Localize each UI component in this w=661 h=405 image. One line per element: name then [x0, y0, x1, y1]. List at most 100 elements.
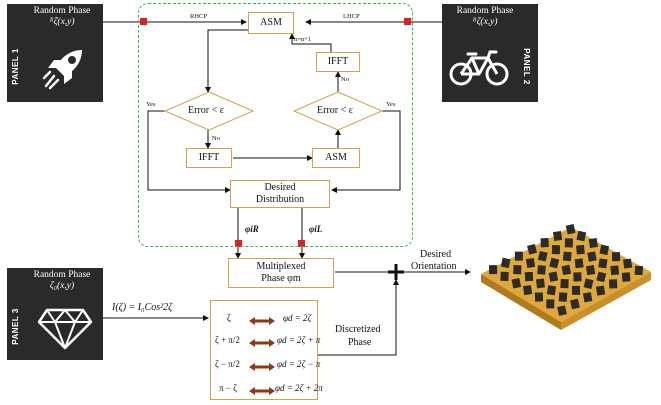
double-arrow-3 [249, 387, 275, 395]
rocket-icon [42, 50, 82, 90]
nanopillar [599, 244, 610, 256]
no-right-label: No [341, 76, 349, 83]
panel-1: Random Phase ᴿζ(x,y) PANEL 1 [7, 4, 103, 102]
double-arrow-0 [249, 317, 275, 325]
panel-2-label: PANEL 2 [521, 48, 531, 85]
map-right-0: φd = 2ζ [283, 313, 312, 323]
nanopillar [548, 271, 559, 282]
nanopillar [523, 285, 533, 296]
panel-3-phase-symbol: ζ₀(x,y) [49, 281, 75, 291]
nanopillar [558, 292, 568, 302]
nanopillar [561, 264, 572, 276]
phi-l-label: φiL [309, 224, 323, 234]
nanopillar [527, 244, 537, 255]
nanopillar [623, 258, 633, 269]
marker-phir [235, 240, 242, 247]
ifft-right-block: IFFT [316, 52, 360, 72]
nanopillar [595, 285, 606, 296]
panel-3-phase-title: Random Phase [33, 270, 91, 280]
nanopillar [598, 258, 608, 269]
orientation-line1: Desired [420, 249, 452, 260]
nanopillar [489, 265, 498, 275]
double-arrow-2 [249, 363, 275, 371]
nanopillar [540, 238, 549, 248]
nanopillar [511, 278, 522, 289]
lhcp-label: LHCP [343, 13, 360, 20]
map-right-2: φd = 2ζ − π [277, 359, 321, 369]
nanopillar [621, 272, 631, 282]
marker-phil [298, 240, 305, 247]
asm-mid-block: ASM [312, 148, 360, 168]
panel-1-phase-symbol: ᴿζ(x,y) [49, 17, 75, 27]
nanopillar [537, 265, 546, 275]
discretized-line2: Phase [348, 337, 372, 348]
multi-line2: Phase φm [261, 273, 301, 284]
map-left-2: ζ − π/2 [215, 359, 240, 369]
multi-line1: Multiplexed [256, 261, 306, 272]
no-left-label: No [212, 135, 220, 142]
diamond-icon [37, 308, 93, 350]
map-left-0: ζ [227, 313, 231, 323]
nanopillar [553, 230, 563, 242]
phase-mapping-box: ζ ζ + π/2 ζ − π/2 π − ζ φd = 2ζ φd = 2ζ … [210, 300, 323, 400]
desired-line2: Distribution [255, 194, 305, 205]
marker-left [140, 18, 147, 25]
nanopillar [587, 251, 597, 262]
iteration-region [138, 3, 413, 247]
map-left-1: ζ + π/2 [215, 335, 240, 345]
panel-2-phase-title: Random Phase [456, 6, 514, 16]
nanopillar [534, 292, 544, 302]
map-left-3: π − ζ [219, 383, 237, 393]
panel-3-label: PANEL 3 [10, 308, 20, 345]
map-right-3: φd = 2ζ + 2π [275, 383, 323, 393]
ifft-left-block: IFFT [186, 148, 232, 168]
desired-distribution-block: Desired Distribution [230, 180, 330, 208]
orientation-line2: Orientation [411, 261, 457, 272]
metasurface-illustration [481, 223, 651, 330]
nanopillar [557, 305, 567, 316]
nanopillar [576, 230, 587, 242]
nanopillar [609, 279, 618, 289]
nanopillar [574, 258, 584, 269]
nanopillar [571, 285, 581, 295]
nanopillar [500, 271, 509, 282]
decision-left [164, 91, 254, 131]
nanopillar [560, 278, 569, 289]
desired-line1: Desired [264, 182, 296, 193]
nanopillar [596, 271, 607, 283]
nanopillar [582, 292, 593, 303]
nanopillar [537, 250, 548, 262]
marker-right [404, 18, 411, 25]
panel-3: Random Phase ζ₀(x,y) PANEL 3 [7, 268, 103, 360]
nanopillar [588, 237, 598, 248]
nanopillar [525, 257, 536, 268]
error-left-label: Error < ε [188, 105, 224, 116]
nanopillar [564, 238, 573, 248]
nanopillar [611, 252, 621, 262]
nanopillar [565, 223, 576, 235]
decision-right [293, 91, 383, 131]
panel-1-phase-title: Random Phase [33, 6, 91, 16]
panel-1-label: PANEL 1 [10, 48, 20, 85]
nanopillar [546, 299, 555, 309]
bicycle-icon [449, 50, 509, 86]
error-right-label: Error < ε [317, 105, 353, 116]
panel-2-phase-symbol: ᴿζ(x,y) [472, 17, 498, 27]
intensity-equation: I(ζ) = I₀Cos²2ζ [112, 302, 173, 313]
nanopillar [551, 244, 561, 255]
panel-2: Random Phase ᴿζ(x,y) PANEL 2 [442, 4, 538, 102]
map-right-1: φd = 2ζ + π [277, 335, 321, 345]
nanopillar [514, 251, 523, 261]
nanopillar [562, 251, 572, 262]
yes-right-label: Yes [386, 101, 396, 108]
nanopillar [634, 265, 644, 276]
nanopillar [500, 257, 511, 269]
nanopillar [549, 257, 560, 269]
iteration-label: n=n+1 [294, 36, 312, 43]
phi-r-label: φiR [245, 224, 259, 234]
asm-top-block: ASM [248, 12, 294, 34]
nanopillar [583, 278, 594, 289]
nanopillar [585, 264, 596, 276]
rhcp-label: RHCP [190, 13, 207, 20]
